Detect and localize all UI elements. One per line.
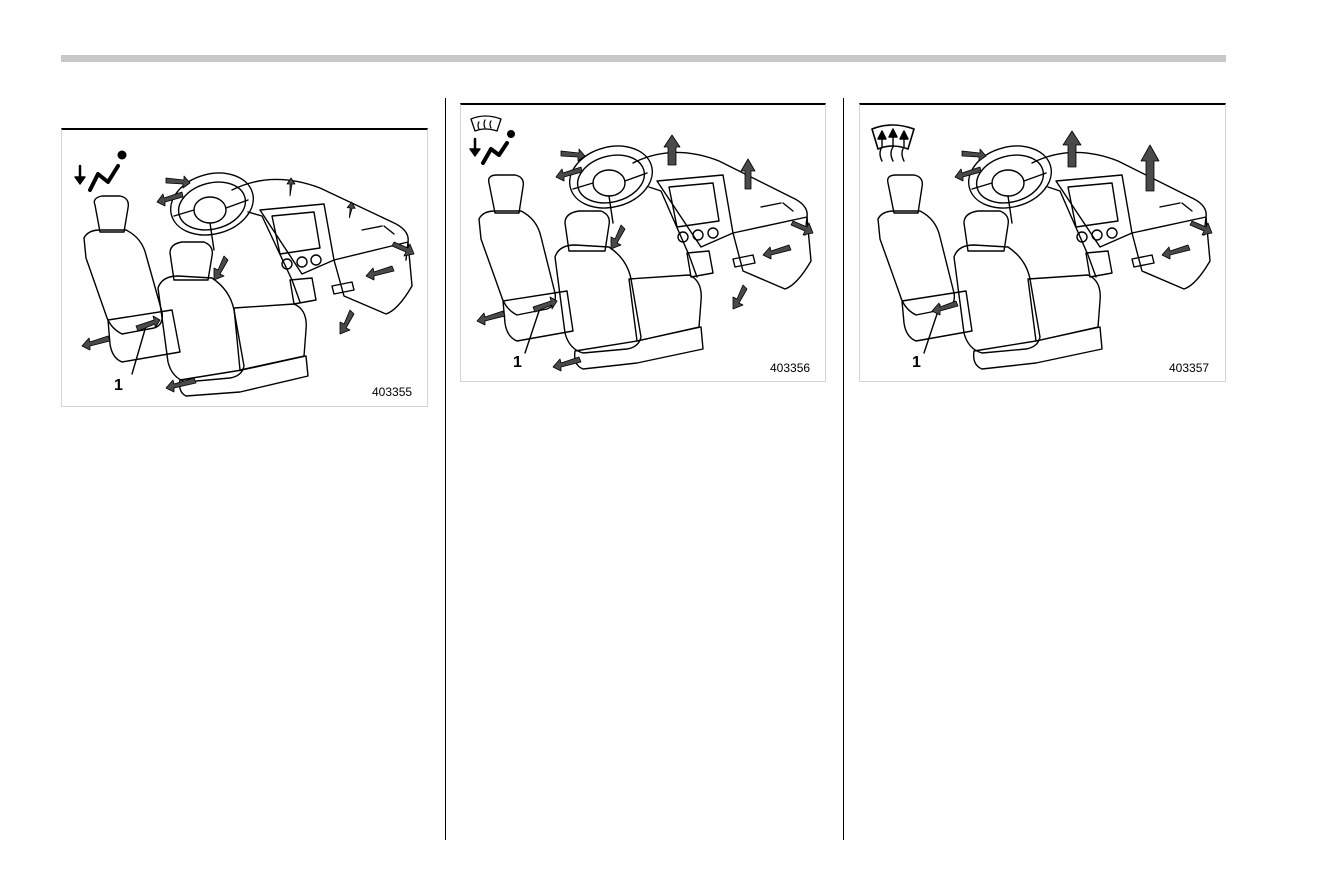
- header-rule: [61, 55, 1226, 62]
- column-divider-left: [445, 98, 446, 840]
- figure-code: 403357: [1169, 362, 1209, 374]
- figure-airflow-1: 1 403355: [61, 128, 428, 407]
- car-interior-illustration: [82, 164, 414, 396]
- heat-defrost-icon: [470, 116, 515, 163]
- figure-airflow-2: 1 403356: [460, 103, 826, 382]
- bi-level-icon: [75, 151, 127, 191]
- callout-number: 1: [114, 378, 123, 394]
- column-divider-right: [843, 98, 844, 840]
- defrost-icon: [872, 125, 914, 161]
- callout-number: 1: [513, 355, 522, 371]
- car-interior-illustration: [477, 135, 813, 371]
- car-interior-illustration: [878, 131, 1212, 369]
- figure-code: 403355: [372, 386, 412, 398]
- figure-code: 403356: [770, 362, 810, 374]
- callout-number: 1: [912, 355, 921, 371]
- figure-airflow-3: 1 403357: [859, 103, 1226, 382]
